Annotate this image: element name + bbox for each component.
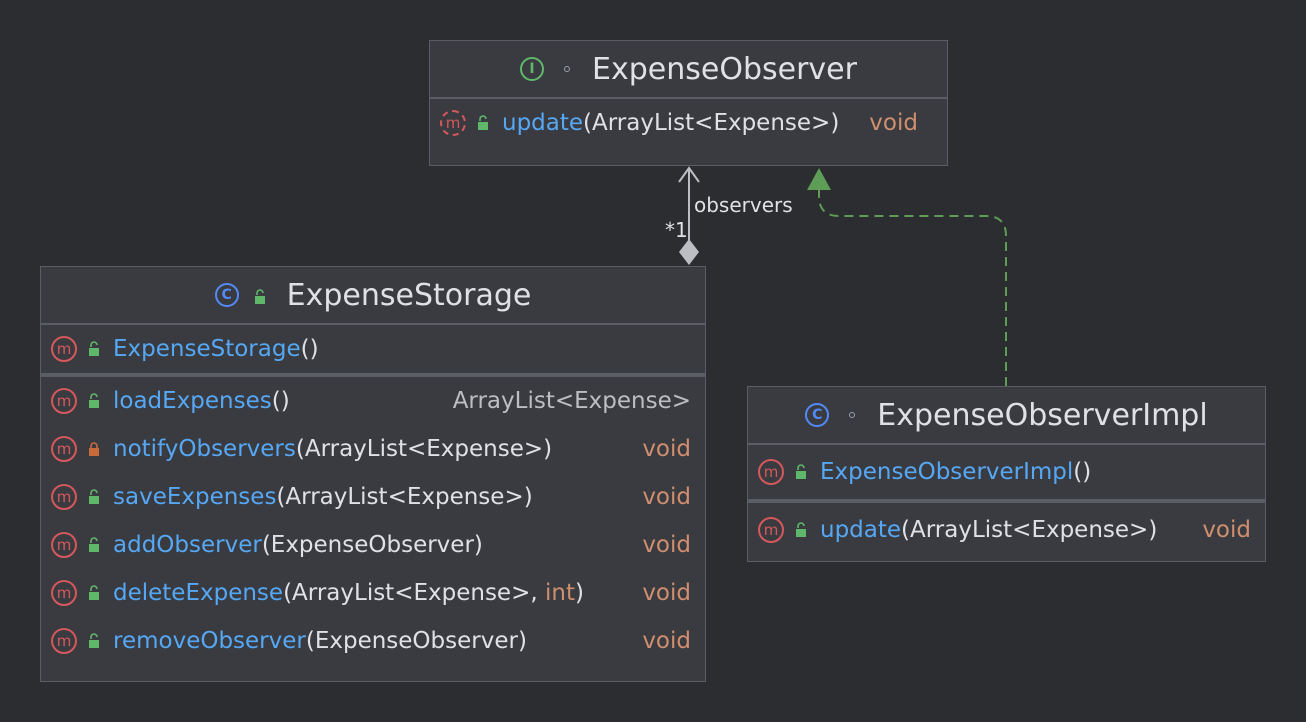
diamond-head (679, 239, 699, 265)
public-lock-icon (87, 633, 101, 649)
method-name: addObserver (113, 532, 262, 558)
expense-storage-class-box[interactable]: C ExpenseStorage m ExpenseStorage () m l… (40, 266, 706, 682)
method-params: (ArrayList<Expense>) (901, 517, 1158, 543)
method-params: () (300, 336, 319, 362)
section-divider (748, 499, 1265, 503)
public-lock-icon (87, 585, 101, 601)
method-name: loadExpenses (113, 388, 272, 414)
public-lock-icon (794, 464, 808, 480)
public-lock-icon (476, 115, 490, 131)
method-params: () (1073, 459, 1092, 485)
return-type: void (1202, 517, 1251, 543)
method-name: update (502, 110, 584, 136)
public-lock-icon (794, 522, 808, 538)
open-arrow-head (678, 166, 700, 183)
method-row[interactable]: m saveExpenses (ArrayList<Expense>) void (41, 473, 705, 521)
class-header: I ExpenseObserver (430, 41, 947, 99)
method-icon: m (51, 336, 77, 362)
method-icon: m (51, 580, 77, 606)
section-divider (41, 373, 705, 377)
method-params: (ArrayList<Expense>) (276, 484, 533, 510)
public-lock-icon (253, 278, 267, 313)
package-visibility-icon (849, 412, 856, 418)
method-icon: m (51, 388, 77, 414)
method-icon: m (51, 484, 77, 510)
method-icon: m (51, 436, 77, 462)
return-type: ArrayList<Expense> (452, 388, 691, 414)
method-name: notifyObservers (113, 436, 296, 462)
method-name: removeObserver (113, 628, 306, 654)
constructor-row[interactable]: m ExpenseStorage () (41, 325, 705, 373)
method-row[interactable]: m update (ArrayList<Expense>) void (748, 503, 1265, 557)
method-icon: m (758, 459, 784, 485)
private-lock-icon (87, 441, 101, 457)
public-lock-icon (87, 537, 101, 553)
realization-arrow-head (807, 168, 831, 190)
return-type: void (869, 110, 918, 136)
package-visibility-icon (564, 66, 571, 72)
edge-multiplicity-label: *1 (665, 218, 688, 242)
class-header: C ExpenseStorage (41, 267, 705, 325)
edge-role-label: observers (694, 193, 793, 217)
method-row[interactable]: m deleteExpense (ArrayList<Expense>, int… (41, 569, 705, 617)
class-name: ExpenseObserverImpl (877, 397, 1208, 433)
method-row[interactable]: m loadExpenses () ArrayList<Expense> (41, 377, 705, 425)
constructor-row[interactable]: m ExpenseObserverImpl () (748, 445, 1265, 499)
expense-observer-impl-class-box[interactable]: C ExpenseObserverImpl m ExpenseObserverI… (747, 386, 1266, 562)
expense-observer-interface-box[interactable]: I ExpenseObserver m update (ArrayList<Ex… (429, 40, 948, 166)
method-name: deleteExpense (113, 580, 284, 606)
method-name: ExpenseStorage (113, 336, 301, 362)
public-lock-icon (87, 393, 101, 409)
constructor-section: m ExpenseObserverImpl () (748, 445, 1265, 499)
interface-icon: I (520, 57, 545, 81)
method-name: saveExpenses (113, 484, 277, 510)
return-type: void (642, 436, 691, 462)
method-params: (ArrayList<Expense>) (295, 436, 553, 462)
method-icon: m (51, 628, 77, 654)
return-type: void (642, 532, 691, 558)
method-row[interactable]: m notifyObservers (ArrayList<Expense>) v… (41, 425, 705, 473)
return-type: void (642, 484, 691, 510)
return-type: void (642, 580, 691, 606)
method-params: (ExpenseObserver) (305, 628, 527, 654)
method-params: () (271, 388, 290, 414)
class-icon: C (805, 403, 830, 427)
class-icon: C (214, 283, 239, 307)
method-section: m update (ArrayList<Expense>) void (748, 503, 1265, 557)
method-icon: m (51, 532, 77, 558)
class-name: ExpenseObserver (592, 51, 857, 87)
method-row[interactable]: m removeObserver (ExpenseObserver) void (41, 617, 705, 665)
method-row[interactable]: m addObserver (ExpenseObserver) void (41, 521, 705, 569)
return-type: void (642, 628, 691, 654)
method-params: (ArrayList<Expense>, int) (283, 580, 584, 606)
abstract-method-icon: m (440, 110, 466, 136)
realization-edge[interactable] (807, 168, 1007, 386)
class-name: ExpenseStorage (286, 277, 532, 313)
constructor-section: m ExpenseStorage () (41, 325, 705, 373)
method-name: ExpenseObserverImpl (820, 459, 1074, 485)
public-lock-icon (87, 341, 101, 357)
method-row[interactable]: m update (ArrayList<Expense>) void (430, 99, 947, 147)
class-header: C ExpenseObserverImpl (748, 387, 1265, 445)
method-name: update (820, 517, 902, 543)
method-icon: m (758, 517, 784, 543)
observers-association-edge[interactable] (678, 166, 700, 265)
method-params: (ArrayList<Expense>) (583, 110, 840, 136)
method-section: m loadExpenses () ArrayList<Expense> m n… (41, 377, 705, 665)
method-params: (ExpenseObserver) (261, 532, 483, 558)
public-lock-icon (87, 489, 101, 505)
